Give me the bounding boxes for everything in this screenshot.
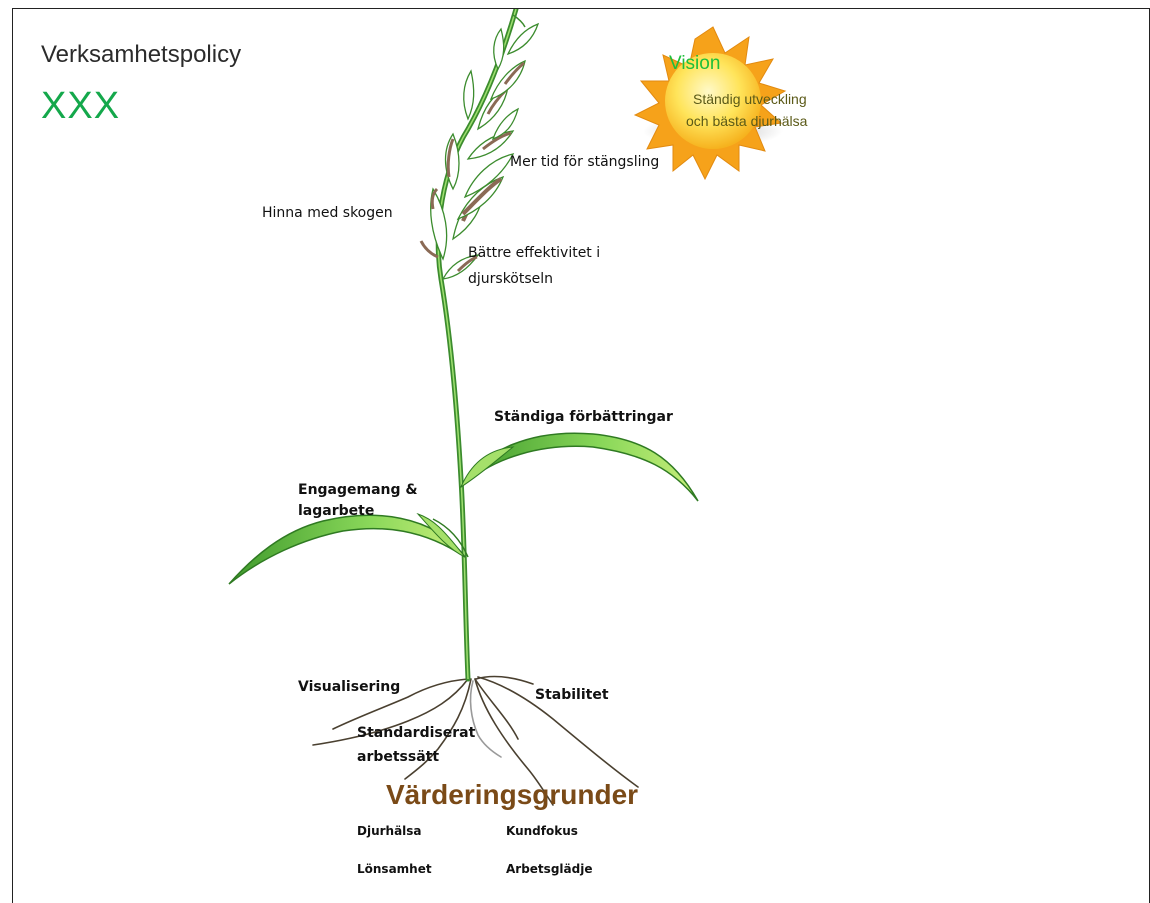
page-title: Verksamhetspolicy <box>41 41 242 68</box>
vision-title: Vision <box>669 53 721 74</box>
label-mer-tid: Mer tid för stängsling <box>510 154 660 170</box>
page-subtitle: XXX <box>41 85 121 127</box>
vision-line-1: Ständig utveckling <box>693 91 807 107</box>
value-kundfokus: Kundfokus <box>506 824 578 838</box>
label-battre-1: Bättre effektivitet i <box>468 245 601 261</box>
value-lonsamhet: Lönsamhet <box>357 862 432 876</box>
label-standardiserat-2: arbetssätt <box>357 749 440 765</box>
label-hinna: Hinna med skogen <box>262 205 393 221</box>
vision-line-2: och bästa djurhälsa <box>686 113 808 129</box>
roots <box>312 675 639 806</box>
label-engagemang-1: Engagemang & <box>298 482 418 498</box>
values-heading: Värderingsgrunder <box>386 779 639 810</box>
sun-icon <box>633 26 787 181</box>
label-standiga: Ständiga förbättringar <box>494 409 673 425</box>
label-engagemang-2: lagarbete <box>298 503 375 519</box>
leaf-right <box>459 432 699 502</box>
label-battre-2: djurskötseln <box>468 271 554 287</box>
label-visualisering: Visualisering <box>298 679 401 695</box>
seed-head <box>419 14 540 280</box>
plant-illustration <box>228 9 787 806</box>
leaf-left <box>228 512 469 585</box>
value-djurhalsa: Djurhälsa <box>357 824 422 838</box>
slide: Verksamhetspolicy XXX Vision Ständig utv… <box>12 8 1150 903</box>
label-standardiserat-1: Standardiserat <box>357 725 476 741</box>
value-arbetsgladje: Arbetsglädje <box>506 862 593 876</box>
label-stabilitet: Stabilitet <box>535 687 609 703</box>
